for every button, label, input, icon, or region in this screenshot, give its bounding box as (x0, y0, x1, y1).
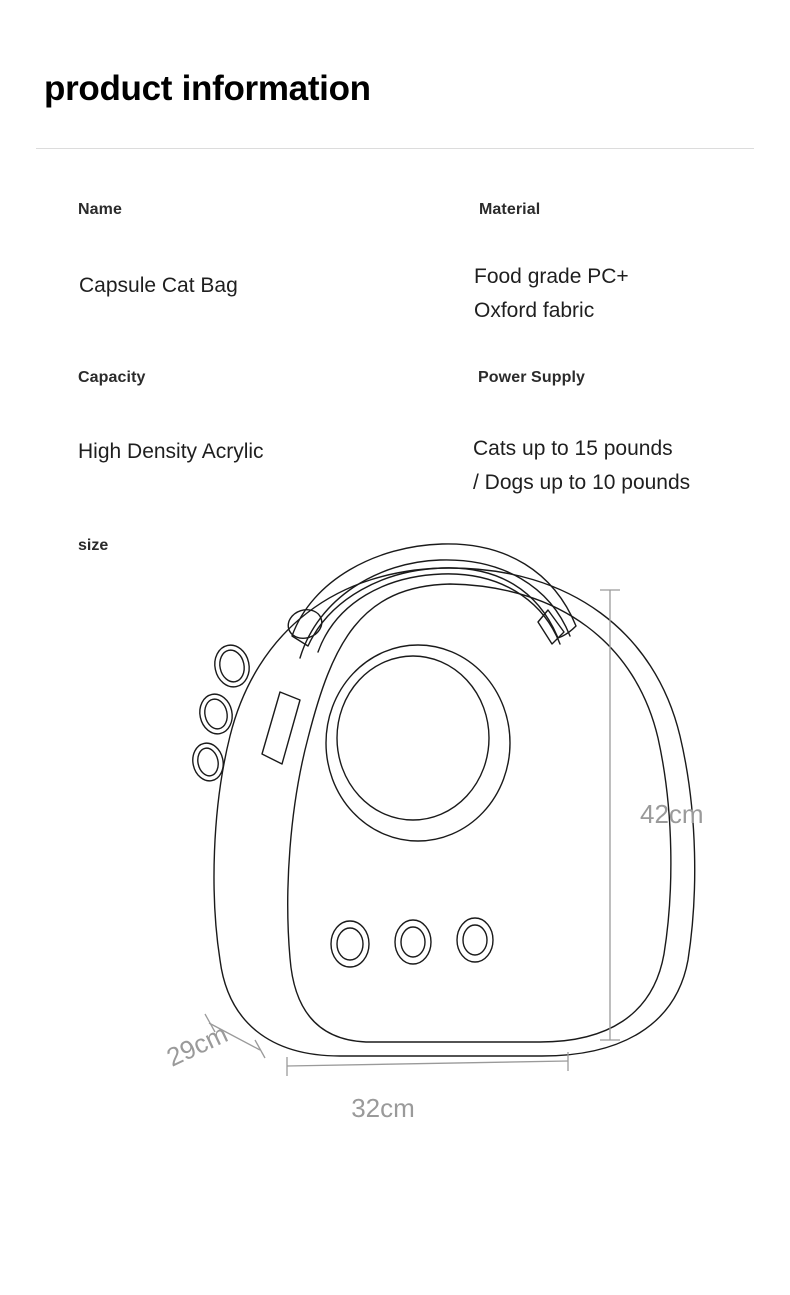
handle-inner-edge (317, 573, 561, 653)
bubble-window-inner-ring (336, 655, 490, 821)
handle-connector (537, 609, 565, 645)
bottom-vent-outer-1 (330, 920, 370, 968)
product-illustration: 42cm 32cm 29cm (150, 540, 790, 1140)
spec-value-power-supply: Cats up to 15 pounds / Dogs up to 10 pou… (473, 437, 691, 495)
bottom-vent-inner-2 (400, 926, 426, 958)
bottom-vent-outer-2 (394, 919, 432, 965)
dimension-height-line (600, 589, 620, 1041)
side-vent-holes (192, 644, 250, 782)
spec-label-capacity: Capacity (78, 369, 146, 386)
spec-cell-power-supply: Power Supply Cats up to 15 pounds / Dogs… (473, 369, 690, 500)
size-section-label: size (78, 537, 109, 554)
page-title: product information (44, 69, 371, 108)
title-divider (36, 148, 754, 149)
spec-cell-name: Name Capsule Cat Bag (78, 201, 238, 303)
dimension-width-label: 32cm (351, 1093, 415, 1123)
dimension-callouts (204, 589, 620, 1076)
side-vent-outer-2 (199, 693, 233, 735)
bottom-vent-inner-3 (462, 924, 488, 956)
handle-outer-edge (299, 559, 571, 659)
spec-label-name: Name (78, 201, 122, 218)
bag-body-outline (213, 567, 696, 1057)
spec-cell-capacity: Capacity High Density Acrylic (78, 369, 264, 469)
side-vent-inner-1 (219, 649, 245, 683)
bottom-vent-holes (330, 917, 494, 968)
bubble-window-outer-ring (325, 644, 511, 842)
dimension-height-label: 42cm (640, 799, 704, 829)
side-vent-inner-3 (197, 747, 219, 777)
spec-value-material: Food grade PC+ Oxford fabric (474, 265, 629, 323)
spec-value-name: Capsule Cat Bag (79, 274, 238, 297)
capsule-bag-drawing (192, 543, 696, 1057)
spec-cell-material: Material Food grade PC+ Oxford fabric (474, 201, 629, 328)
spec-value-capacity: High Density Acrylic (78, 440, 264, 463)
bag-front-shell-seam (287, 583, 672, 1043)
spec-label-power-supply: Power Supply (478, 369, 585, 386)
spec-label-material: Material (479, 201, 541, 218)
side-vent-outer-3 (192, 742, 224, 782)
handle-grip (291, 543, 577, 647)
dimension-depth-label: 29cm (162, 1018, 232, 1072)
side-vent-outer-1 (214, 644, 250, 688)
bottom-vent-inner-1 (336, 927, 364, 961)
dimension-depth-line (204, 1013, 266, 1059)
dimension-width-line (286, 1052, 569, 1076)
handle-anchor-left (261, 691, 301, 765)
bottom-vent-outer-3 (456, 917, 494, 963)
side-vent-inner-2 (204, 698, 228, 730)
